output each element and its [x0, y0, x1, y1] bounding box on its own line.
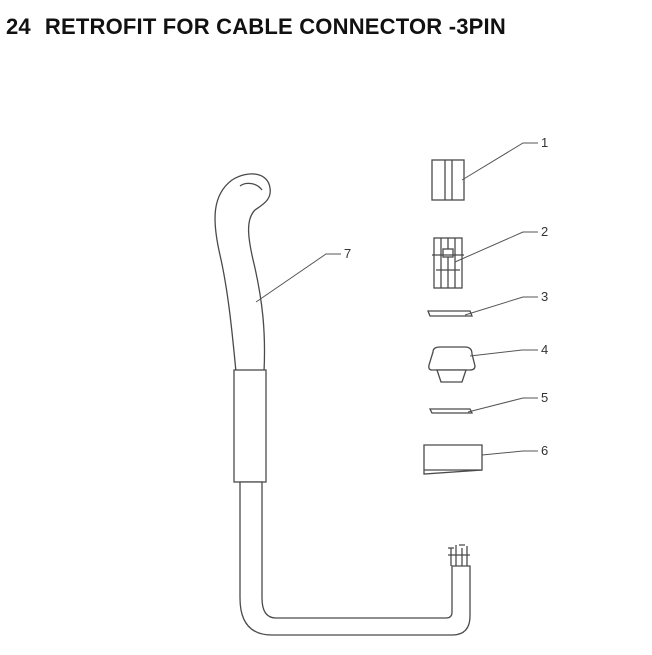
page-title: 24 RETROFIT FOR CABLE CONNECTOR -3PIN: [6, 14, 506, 40]
callout-4: 4: [541, 342, 548, 357]
part-7-cable: [214, 173, 471, 636]
leader-lines: [255, 142, 538, 456]
callout-5: 5: [541, 390, 548, 405]
callout-1: 1: [541, 135, 548, 150]
callout-7: 7: [344, 246, 351, 261]
callout-6: 6: [541, 443, 548, 458]
callout-2: 2: [541, 224, 548, 239]
section-number: 24: [6, 14, 31, 39]
part-2-pin-insert: [432, 237, 464, 289]
callout-3: 3: [541, 289, 548, 304]
part-5-washer: [428, 408, 474, 414]
part-6-sleeve: [423, 444, 483, 475]
part-3-washer: [427, 310, 473, 317]
callout-labels: 1 2 3 4 5 6 7: [344, 135, 548, 458]
part-1-cap: [431, 159, 465, 201]
part-4-grommet: [428, 346, 476, 383]
section-title: RETROFIT FOR CABLE CONNECTOR -3PIN: [44, 14, 506, 39]
